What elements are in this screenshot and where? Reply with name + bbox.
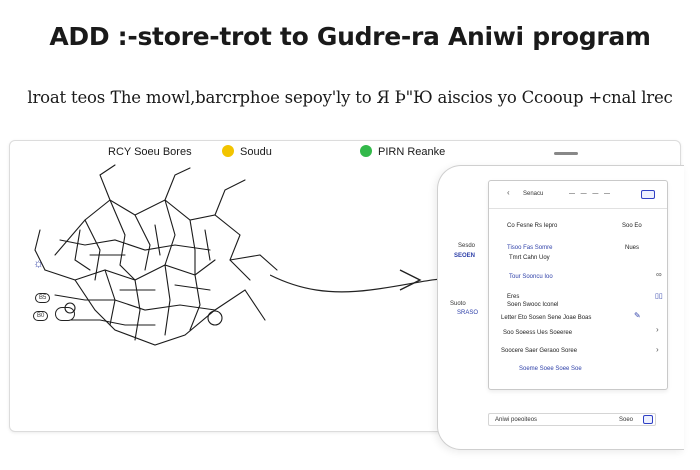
side-label-1: B5 — [35, 293, 51, 303]
section-title: Co Fesne Rs Iepro — [507, 223, 558, 229]
list-item[interactable]: Eres — [489, 294, 667, 312]
phone-side-label-4: SRASO — [457, 310, 479, 316]
phone-side-label-3: Suoto — [450, 301, 466, 307]
side-icon-1[interactable]: ∞ — [656, 270, 662, 279]
phone-speaker — [554, 152, 578, 155]
sun-logo-icon: ☼ — [33, 256, 44, 270]
list-item[interactable]: Tmrt Cahn Uoy — [489, 255, 667, 273]
list-item[interactable]: Soo Soeess Ues Soeeree — [489, 330, 667, 348]
status-label: PIRN Reanke — [378, 146, 446, 158]
oval-marker — [55, 307, 75, 321]
footer-toggle[interactable] — [643, 415, 653, 424]
subheadline: lroat teos Ƭhe mowl,barcrphoe sepoy'ly t… — [27, 88, 673, 107]
section-a: Co Fesne Rs Iepro Soo Eo — [489, 223, 667, 241]
route-label: RCY Soeu Bores — [108, 146, 192, 158]
app-title: Senacu — [523, 191, 544, 197]
green-dot-icon — [360, 145, 372, 157]
step-label: Soudu — [240, 146, 272, 158]
map-header: RCY Soeu Bores Soudu PIRN Reanke — [0, 145, 700, 162]
row-text: Tmrt Cahn Uoy — [509, 255, 550, 261]
app-topbar: ‹ Senacu — — — — — [489, 181, 667, 209]
side-label-2: B0 — [33, 311, 49, 321]
back-icon[interactable]: ‹ — [507, 188, 510, 197]
app-panel: ‹ Senacu — — — — Co Fesne Rs Iepro Soo E… — [488, 180, 668, 390]
row-text: Soocere Saer Geraoo Soree — [501, 348, 578, 354]
row-text: Letter Eto Sosen Sene Joae Boas — [501, 315, 592, 321]
list-item[interactable]: Soocere Saer Geraoo Soree — [489, 348, 667, 366]
list-item[interactable]: Tour Sooncu Ioo — [489, 274, 667, 292]
section-right: Soo Eo — [622, 223, 642, 229]
street-map-drawing — [34, 164, 278, 346]
footer-bar[interactable]: Aniwi poeoiteos Soeo — [488, 413, 656, 426]
toggle-pill[interactable] — [641, 190, 655, 199]
chevron-right-icon[interactable]: › — [656, 325, 659, 334]
list-item[interactable]: Letter Eto Sosen Sene Joae Boas ✎ — [489, 311, 667, 333]
row-text: Soen Swooc Iconel — [507, 302, 559, 308]
row-text: Tisoo Fas Somre — [507, 245, 553, 251]
row-text: Soeme Soee Soee Soe — [519, 366, 582, 372]
edit-icon[interactable]: ✎ — [634, 311, 641, 320]
side-icon-2[interactable]: ▯▯ — [655, 293, 663, 300]
chevron-right-icon-2[interactable]: › — [656, 345, 659, 354]
footer-right: Soeo — [618, 417, 633, 423]
headline: ADD :-store-trot to Gudre-ra Aniwi progr… — [49, 22, 651, 51]
footer-text: Aniwi poeoiteos — [495, 417, 538, 423]
row-text: Eres — [507, 294, 520, 300]
phone-side-label-2: SEOEN — [454, 253, 476, 259]
list-item[interactable]: Tisoo Fas Somre Nues — [489, 245, 667, 263]
yellow-dot-icon — [222, 145, 234, 157]
row-right: Nues — [625, 245, 640, 251]
row-text: Soo Soeess Ues Soeeree — [503, 330, 573, 336]
status-dots: — — — — — [569, 191, 613, 197]
list-item[interactable]: Soeme Soee Soee Soe — [489, 366, 667, 384]
row-text: Tour Sooncu Ioo — [509, 274, 553, 280]
list-item[interactable]: Soen Swooc Iconel — [489, 302, 667, 320]
phone-side-label-1: Sesdo — [458, 243, 476, 249]
